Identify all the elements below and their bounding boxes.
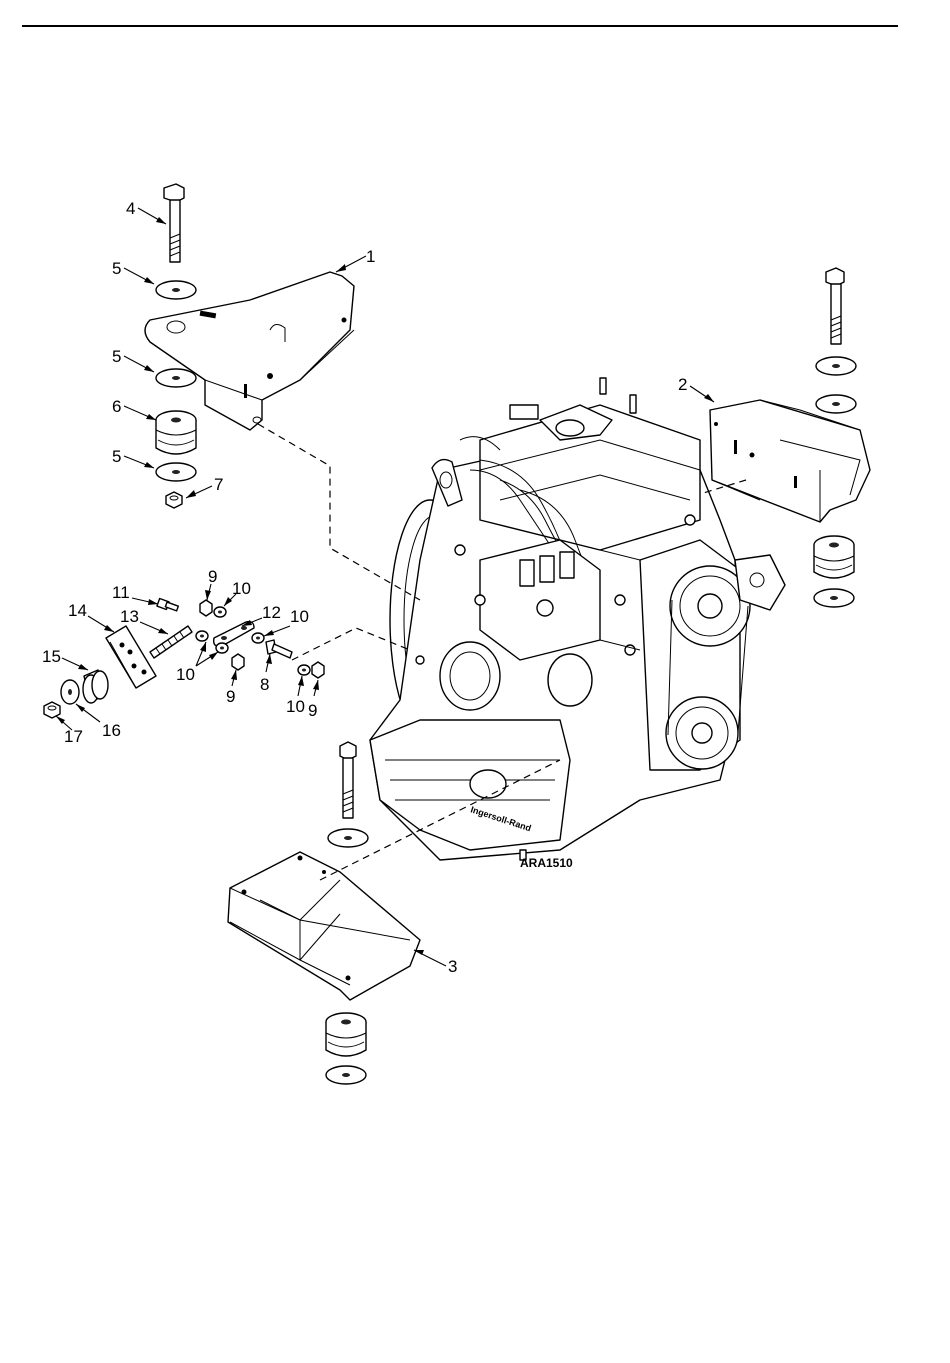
- isolator-right: [814, 536, 854, 578]
- callout-9-right: 9: [308, 701, 317, 720]
- callout-5-bottom: 5: [112, 447, 121, 466]
- figure-id: ARA1510: [520, 856, 573, 870]
- nut-9-left-top: [200, 600, 212, 616]
- bolt-4: [164, 184, 184, 262]
- washer-10-left-mid: [196, 631, 208, 641]
- plate-14: [106, 626, 156, 688]
- nut-17: [44, 702, 60, 718]
- washer-10-right: [252, 633, 264, 643]
- nut-9-left-bottom: [232, 654, 244, 670]
- callout-5-mid: 5: [112, 347, 121, 366]
- callout-4: 4: [126, 199, 135, 218]
- isolator-bottom: [326, 1013, 366, 1056]
- washer-10-left-bottom: [216, 643, 228, 653]
- callout-10-bottom: 10: [286, 697, 305, 716]
- engine-bracket-2: [710, 400, 870, 522]
- stud-13: [150, 626, 192, 658]
- screw-11: [157, 599, 178, 611]
- nut-9-far-right: [312, 662, 324, 678]
- callout-11: 11: [112, 583, 130, 602]
- callout-1: 1: [366, 247, 375, 266]
- callout-3: 3: [448, 957, 457, 976]
- callout-2: 2: [678, 375, 687, 394]
- engine-bracket-3: [228, 852, 420, 1000]
- callout-17: 17: [64, 727, 83, 746]
- isolator-6: [156, 411, 196, 454]
- callout-10-right: 10: [290, 607, 309, 626]
- callout-15: 15: [42, 647, 61, 666]
- callout-14: 14: [68, 601, 87, 620]
- callout-13: 13: [120, 607, 139, 626]
- bolt-right: [826, 268, 844, 344]
- nut-7: [166, 492, 182, 508]
- callout-10-top: 10: [232, 579, 251, 598]
- callout-9-mid: 9: [226, 687, 235, 706]
- washer-10-left-top: [214, 607, 226, 617]
- callout-5-top: 5: [112, 259, 121, 278]
- washer-10-far-right: [298, 665, 310, 675]
- callout-12: 12: [262, 603, 281, 622]
- callout-7: 7: [214, 475, 223, 494]
- callout-6: 6: [112, 397, 121, 416]
- spacer-15: [83, 670, 108, 703]
- bolt-bottom: [340, 742, 356, 818]
- callout-16: 16: [102, 721, 121, 740]
- callout-10-left: 10: [176, 665, 195, 684]
- callout-8: 8: [260, 675, 269, 694]
- callout-9-top: 9: [208, 567, 217, 586]
